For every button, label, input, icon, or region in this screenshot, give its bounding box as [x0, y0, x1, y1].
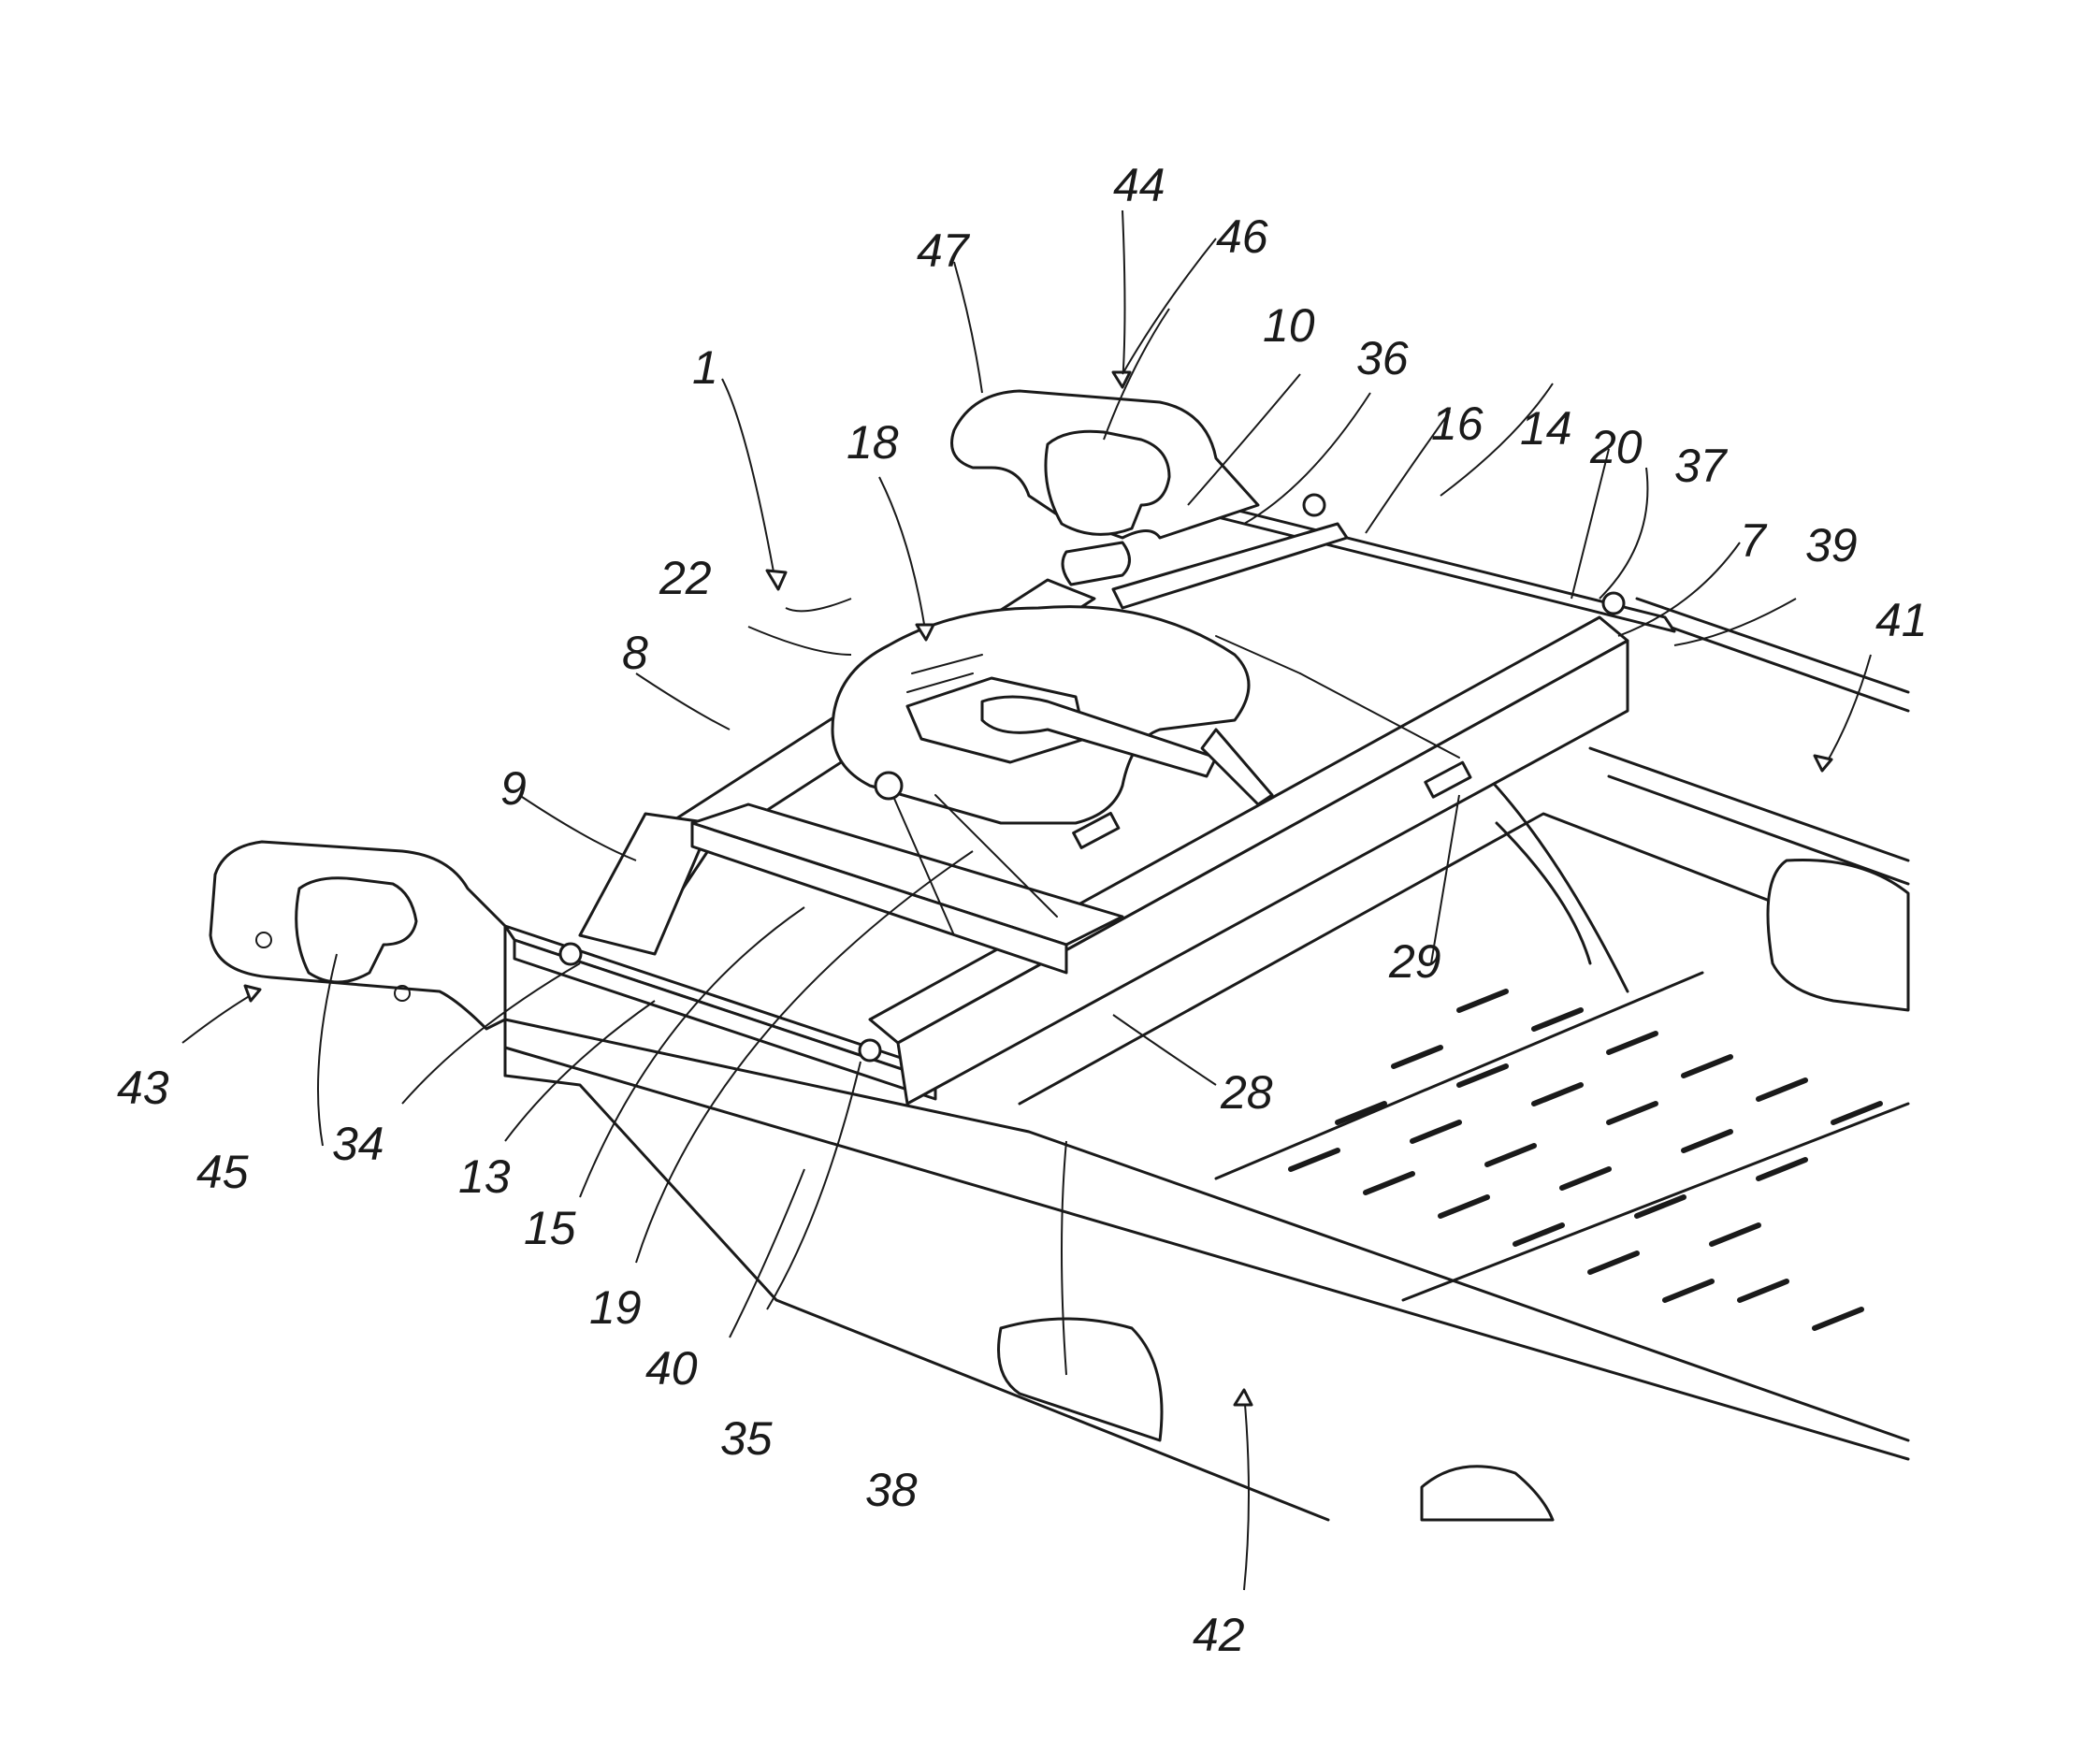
mounting-bracket-right — [952, 391, 1259, 538]
ref-41: 41 — [1875, 594, 1928, 646]
ref-36: 36 — [1356, 332, 1409, 384]
ref-40: 40 — [645, 1342, 698, 1395]
ref-34: 34 — [332, 1118, 384, 1170]
ref-1: 1 — [692, 341, 718, 394]
ref-28: 28 — [1220, 1066, 1273, 1119]
ref-10: 10 — [1263, 299, 1315, 352]
ref-9: 9 — [500, 762, 527, 815]
ref-8: 8 — [622, 627, 648, 679]
ref-38: 38 — [865, 1464, 918, 1516]
ref-45: 45 — [196, 1146, 249, 1198]
ref-44: 44 — [1113, 159, 1165, 211]
ref-18: 18 — [847, 416, 899, 469]
ref-43: 43 — [117, 1062, 169, 1114]
ref-29: 29 — [1388, 935, 1441, 988]
ref-20: 20 — [1589, 421, 1643, 473]
ref-35: 35 — [720, 1412, 773, 1465]
ref-42: 42 — [1193, 1609, 1245, 1661]
ref-14: 14 — [1520, 402, 1572, 455]
ref-19: 19 — [589, 1281, 642, 1334]
ref-7: 7 — [1740, 514, 1768, 567]
ref-22: 22 — [659, 552, 712, 604]
ref-39: 39 — [1805, 519, 1858, 571]
ref-37: 37 — [1674, 440, 1729, 492]
truck-bed — [505, 599, 1908, 1520]
ref-15: 15 — [524, 1202, 576, 1254]
ref-16: 16 — [1431, 398, 1484, 450]
tow-link — [1063, 542, 1130, 585]
ref-46: 46 — [1216, 210, 1268, 263]
ref-13: 13 — [458, 1150, 511, 1203]
ref-47: 47 — [917, 224, 971, 277]
mounting-bracket-left — [210, 842, 505, 1029]
bed-floor-treads — [1291, 991, 1880, 1328]
